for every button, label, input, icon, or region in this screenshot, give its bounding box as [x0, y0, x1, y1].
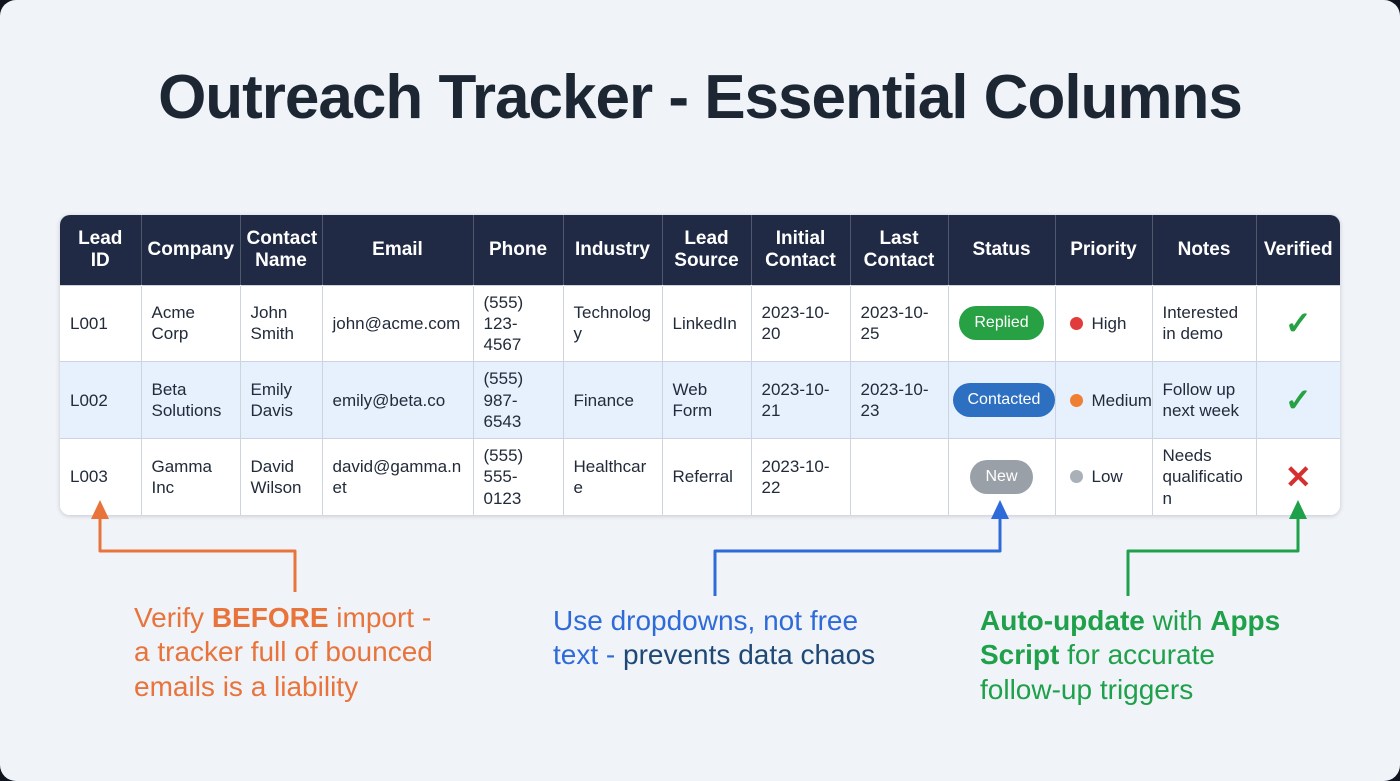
cell-lead-source: Referral: [661, 437, 752, 515]
cell-status: Replied: [947, 284, 1056, 363]
cell-notes: Interested in demo: [1151, 284, 1257, 363]
table-row: L002 Beta Solutions Emily Davis emily@be…: [60, 361, 1340, 439]
cell-email: john@acme.com: [321, 284, 474, 363]
priority-label: Low: [1091, 467, 1123, 487]
annotation-text: for accurate follow-up triggers: [980, 639, 1215, 705]
column-header-verified: Verified: [1256, 215, 1340, 285]
outreach-table: Lead ID Company Contact Name Email Phone…: [60, 215, 1340, 515]
column-header-notes: Notes: [1152, 215, 1257, 285]
column-header-industry: Industry: [563, 215, 663, 285]
cell-lead-id: L003: [60, 437, 142, 515]
page-title: Outreach Tracker - Essential Columns: [158, 63, 1243, 132]
cell-company: Gamma Inc: [140, 437, 241, 515]
table-row: L003 Gamma Inc David Wilson david@gamma.…: [60, 437, 1340, 515]
cell-lead-source: Web Form: [661, 361, 752, 439]
cell-last-contact: [849, 437, 949, 515]
verified-check-icon: ✓: [1284, 305, 1312, 342]
cell-verified: ✕: [1255, 437, 1340, 515]
column-header-phone: Phone: [473, 215, 564, 285]
cell-lead-id: L001: [60, 284, 142, 363]
cell-phone: (555) 555-0123: [472, 437, 564, 515]
cell-company: Beta Solutions: [140, 361, 241, 439]
cell-initial-contact: 2023-10-22: [750, 437, 851, 515]
priority-dot: [1069, 393, 1083, 407]
cell-status: Contacted: [947, 361, 1056, 439]
not-verified-x-icon: ✕: [1284, 458, 1312, 495]
cell-lead-source: LinkedIn: [661, 284, 752, 363]
priority-dot: [1069, 470, 1083, 484]
cell-notes: Follow up next week: [1151, 361, 1257, 439]
annotation-text-bold: Apps Script: [980, 605, 1281, 671]
column-header-last-contact: Last Contact: [850, 215, 949, 285]
priority-label: Medium: [1091, 390, 1152, 410]
cell-last-contact: 2023-10-23: [849, 361, 949, 439]
cell-initial-contact: 2023-10-20: [750, 284, 851, 363]
column-header-status: Status: [948, 215, 1056, 285]
cell-verified: ✓: [1255, 284, 1340, 363]
priority-label: High: [1091, 313, 1127, 333]
cell-lead-id: L002: [60, 361, 142, 439]
annotation-text: with: [1144, 605, 1211, 636]
annotation-use-dropdowns: Use dropdowns, not free text - prevents …: [553, 604, 898, 673]
annotation-text-bold: Auto-update: [980, 605, 1145, 636]
cell-email: david@gamma.net: [321, 437, 474, 515]
priority-dot: [1069, 316, 1083, 330]
cell-contact-name: Emily Davis: [239, 361, 323, 439]
cell-priority: Low: [1054, 437, 1153, 515]
cell-company: Acme Corp: [140, 284, 241, 363]
cell-email: emily@beta.co: [321, 361, 474, 439]
annotation-verify-before-import: Verify BEFORE import - a tracker full of…: [134, 601, 454, 704]
annotation-text: Verify: [134, 602, 212, 633]
cell-priority: Medium: [1054, 361, 1153, 439]
column-header-email: Email: [322, 215, 474, 285]
column-header-lead-id: Lead ID: [60, 215, 142, 285]
annotation-text-bold: BEFORE: [211, 602, 329, 633]
verified-check-icon: ✓: [1284, 382, 1312, 418]
status-badge: Replied: [959, 306, 1044, 341]
cell-industry: Healthcare: [562, 437, 663, 515]
annotation-text: prevents data chaos: [623, 639, 876, 671]
status-badge: New: [970, 459, 1033, 494]
annotation-text: import - a tracker full of bounced email…: [134, 602, 433, 702]
cell-contact-name: David Wilson: [239, 437, 323, 515]
cell-priority: High: [1054, 284, 1153, 363]
cell-phone: (555) 123-4567: [472, 284, 564, 363]
cell-initial-contact: 2023-10-21: [750, 361, 851, 439]
cell-notes: Needs qualification: [1151, 437, 1257, 515]
cell-phone: (555) 987-6543: [472, 361, 564, 439]
column-header-company: Company: [141, 215, 241, 285]
cell-status: New: [947, 437, 1056, 515]
status-badge: Contacted: [952, 383, 1056, 418]
cell-industry: Technology: [562, 284, 663, 363]
cell-contact-name: John Smith: [239, 284, 323, 363]
outreach-table-container: Lead ID Company Contact Name Email Phone…: [60, 215, 1340, 515]
column-header-contact-name: Contact Name: [240, 215, 323, 285]
annotation-auto-update: Auto-update with Apps Script for accurat…: [980, 604, 1288, 707]
annotation-text: Use dropdowns, not free text -: [553, 605, 859, 671]
header-row: Lead ID Company Contact Name Email Phone…: [60, 215, 1340, 285]
cell-industry: Finance: [562, 361, 663, 439]
column-header-initial-contact: Initial Contact: [751, 215, 851, 285]
cell-verified: ✓: [1255, 361, 1340, 439]
cell-last-contact: 2023-10-25: [849, 284, 949, 363]
column-header-priority: Priority: [1055, 215, 1153, 285]
column-header-lead-source: Lead Source: [662, 215, 752, 285]
table-row: L001 Acme Corp John Smith john@acme.com …: [60, 284, 1340, 363]
